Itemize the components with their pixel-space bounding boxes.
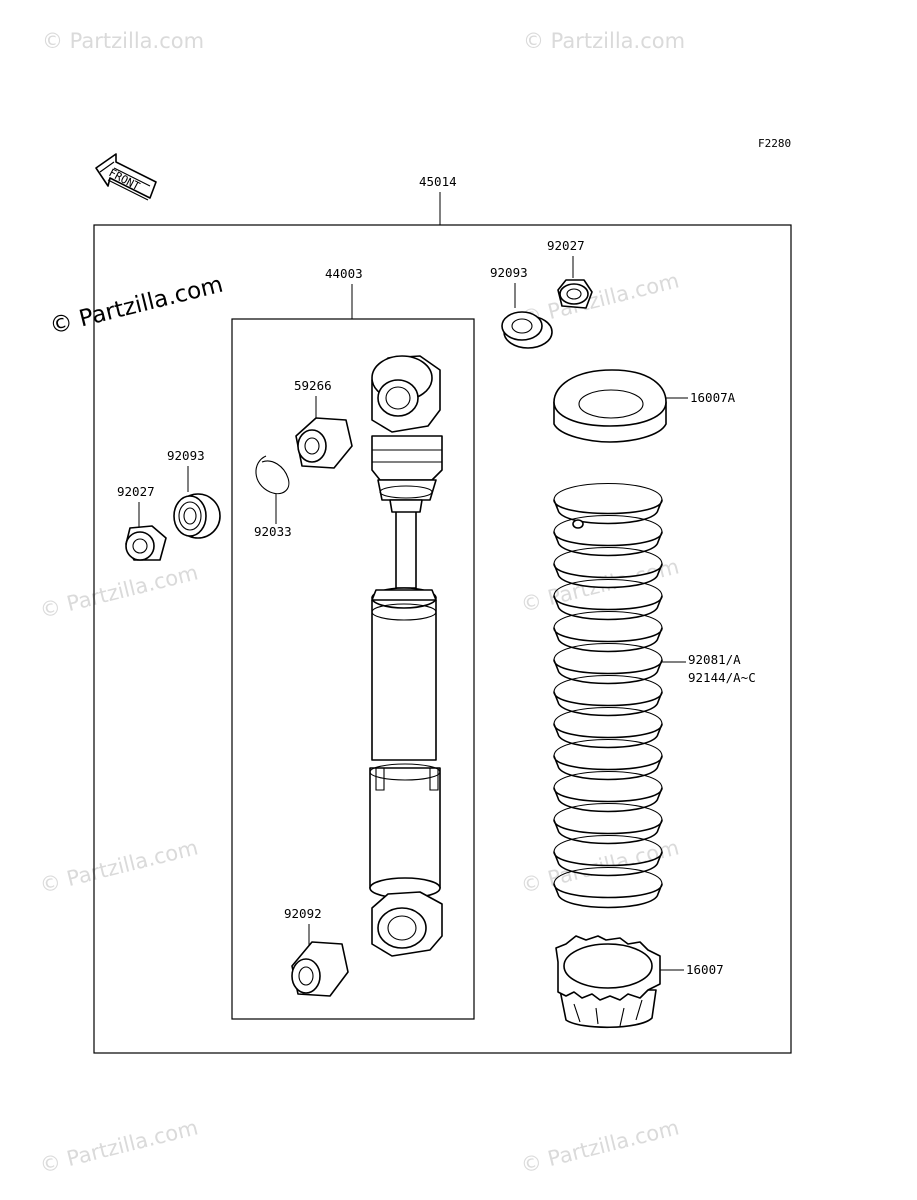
callout-59266: 59266 — [294, 378, 332, 393]
spring-coil-back — [553, 611, 663, 629]
spring-coil-back — [553, 483, 663, 501]
watermark-logo: © Partzilla.com — [47, 272, 226, 340]
callout-92033: 92033 — [254, 524, 292, 539]
upper-bushing — [295, 417, 353, 469]
watermark: © Partzilla.com — [42, 29, 204, 53]
shock-absorber — [369, 355, 443, 957]
watermark: © Partzilla.com — [37, 1115, 200, 1177]
right-collar — [557, 279, 593, 309]
callout-92092: 92092 — [284, 906, 322, 921]
callout-92093-right: 92093 — [490, 265, 528, 280]
assembly-frame — [93, 224, 792, 1054]
spring-coil — [553, 883, 663, 909]
spring-coil-back — [553, 739, 663, 757]
spring-coil-back — [553, 643, 663, 661]
callout-16007A: 16007A — [690, 390, 736, 405]
diagram-ref-code: F2280 — [758, 137, 791, 150]
spring-coil-back — [553, 867, 663, 885]
callout-92081: 92081/A — [688, 652, 741, 667]
watermark: © Partzilla.com — [37, 560, 200, 622]
left-bearing — [173, 493, 221, 539]
circlip — [255, 455, 290, 495]
callout-45014: 45014 — [419, 174, 457, 189]
adjuster-nut — [555, 935, 661, 1029]
left-collar — [125, 525, 167, 561]
spring-coil-back — [553, 547, 663, 565]
coil-spring — [553, 483, 663, 909]
watermark: © Partzilla.com — [523, 29, 685, 53]
spring-coil-back — [553, 515, 663, 533]
callout-44003: 44003 — [325, 266, 363, 281]
callout-16007: 16007 — [686, 962, 724, 977]
front-arrow-icon: FRONT — [95, 153, 157, 201]
spring-coil-back — [553, 771, 663, 789]
spring-coil-back — [553, 803, 663, 821]
spring-seat — [553, 369, 667, 443]
callout-92027-left: 92027 — [117, 484, 155, 499]
spring-coil-back — [553, 707, 663, 725]
right-bearing — [501, 311, 553, 349]
spring-coil-back — [553, 675, 663, 693]
watermark: © Partzilla.com — [37, 835, 200, 897]
lower-bushing — [291, 941, 349, 997]
spring-end — [572, 519, 584, 529]
callout-92093-left: 92093 — [167, 448, 205, 463]
shock-subassembly-frame — [231, 318, 475, 1020]
callout-92144: 92144/A~C — [688, 670, 756, 685]
callout-92027-right: 92027 — [547, 238, 585, 253]
watermark: © Partzilla.com — [518, 1115, 681, 1177]
spring-coil-back — [553, 835, 663, 853]
spring-coil-back — [553, 579, 663, 597]
